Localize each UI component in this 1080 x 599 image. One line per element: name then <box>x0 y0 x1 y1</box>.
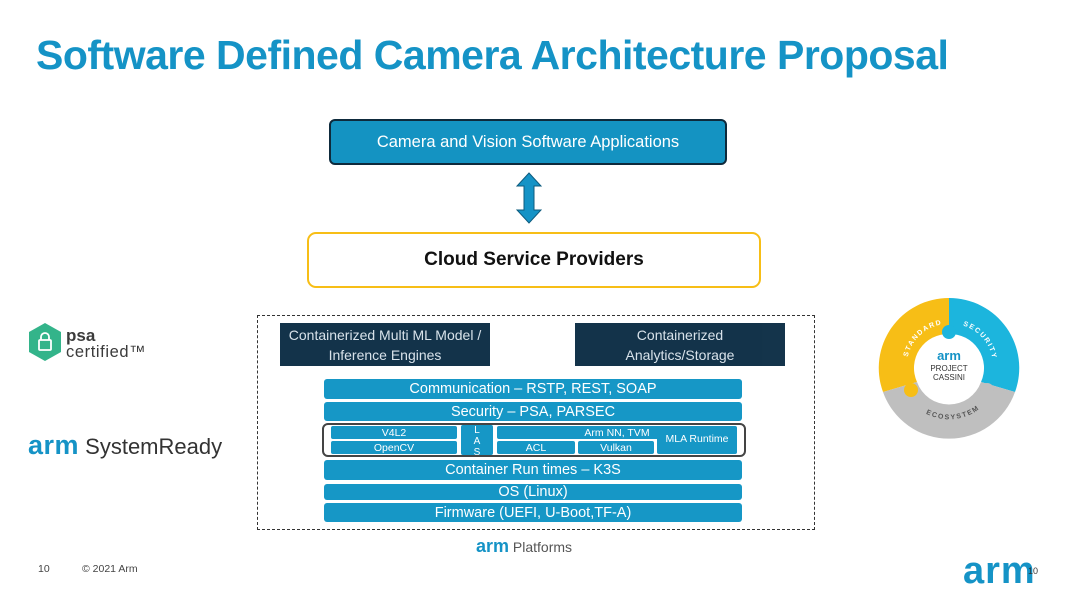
las-block: L A S <box>461 425 493 455</box>
acl-block: ACL <box>497 441 575 454</box>
opencv-block: OpenCV <box>331 441 457 454</box>
footer-page-number: 10 <box>38 563 50 575</box>
platforms-arm-brand: arm <box>476 536 510 556</box>
arm-logo: arm <box>963 550 1036 592</box>
mla-runtime-block: MLA Runtime <box>657 432 737 454</box>
psa-certified-label: certified™ <box>66 343 147 361</box>
cloud-providers-box: Cloud Service Providers <box>307 232 761 288</box>
firmware-layer: Firmware (UEFI, U-Boot,TF-A) <box>324 503 742 522</box>
systemready-arm-brand: arm <box>28 430 80 460</box>
security-layer: Security – PSA, PARSEC <box>324 402 742 421</box>
systemready-label: SystemReady <box>85 434 223 459</box>
container-runtime-layer: Container Run times – K3S <box>324 460 742 480</box>
vulkan-block: Vulkan <box>578 441 654 454</box>
analytics-container-box: Containerized Analytics/Storage <box>575 323 785 366</box>
os-layer: OS (Linux) <box>324 484 742 500</box>
page-title: Software Defined Camera Architecture Pro… <box>36 32 949 78</box>
ml-container-box: Containerized Multi ML Model / Inference… <box>280 323 490 366</box>
v4l2-block: V4L2 <box>331 426 457 439</box>
cassini-arm-brand: arm <box>937 348 961 363</box>
arm-platforms-label: arm Platforms <box>476 536 572 557</box>
cassini-project-label: PROJECT <box>930 364 967 373</box>
platform-stack-frame <box>257 315 815 530</box>
double-arrow-icon <box>516 172 542 224</box>
systemready-logo: arm SystemReady <box>28 430 222 461</box>
footer-copyright: © 2021 Arm <box>82 563 138 575</box>
psa-shield-icon <box>29 323 61 361</box>
communication-layer: Communication – RSTP, REST, SOAP <box>324 379 742 399</box>
platforms-text: Platforms <box>512 539 573 555</box>
cassini-name-label: CASSINI <box>933 373 965 382</box>
applications-box: Camera and Vision Software Applications <box>329 119 727 165</box>
page-number-right: 10 <box>1028 566 1039 576</box>
psa-label: psa <box>66 326 96 345</box>
